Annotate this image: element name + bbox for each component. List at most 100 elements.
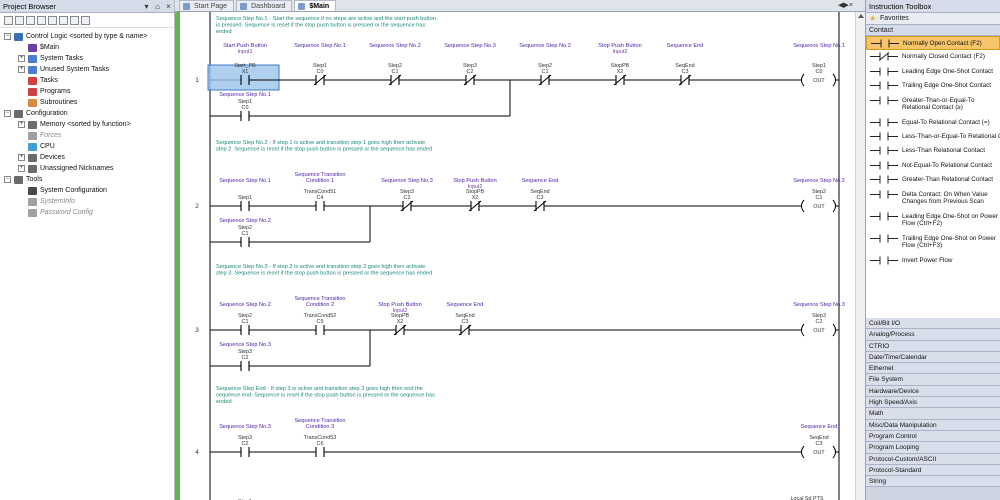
output-coil[interactable] bbox=[801, 73, 805, 87]
category-program-looping[interactable]: Program Looping bbox=[866, 442, 1000, 454]
toolbox-item-leading-edge-contact[interactable]: Leading Edge One-Shot Contact bbox=[866, 65, 1000, 79]
contact-address: C3 bbox=[462, 319, 469, 325]
tree-item-configuration[interactable]: −Configuration bbox=[0, 108, 174, 119]
tree-item-control-logic[interactable]: −Control Logic <sorted by type & name> bbox=[0, 31, 174, 42]
toolbox-item-normally-open-contact[interactable]: Normally Open Contact (F2) bbox=[866, 36, 1000, 51]
settings-icon[interactable] bbox=[70, 15, 79, 25]
tree-expander-icon[interactable]: + bbox=[18, 165, 25, 172]
output-coil[interactable] bbox=[801, 445, 805, 459]
panel-pin-icon[interactable]: ⌂ bbox=[155, 1, 160, 11]
category-high-speed-axis[interactable]: High Speed/Axis bbox=[866, 397, 1000, 409]
contact-category-header[interactable]: Contact bbox=[866, 25, 1000, 36]
filter-icon[interactable] bbox=[15, 15, 24, 25]
category-protocol-custom-ascii[interactable]: Protocol-Custom/ASCII bbox=[866, 453, 1000, 465]
toolbox-item-equal-contact[interactable]: Equal-To Relational Contact (=) bbox=[866, 116, 1000, 130]
tree-item-memory[interactable]: +Memory <sorted by function> bbox=[0, 119, 174, 130]
rung-comment: ended bbox=[216, 399, 232, 405]
tab-main[interactable]: $Main bbox=[294, 0, 337, 11]
contact-slash bbox=[468, 200, 482, 212]
search-icon[interactable] bbox=[59, 15, 68, 25]
toolbox-item-label: Normally Closed Contact (F2) bbox=[902, 53, 985, 61]
tree-item-main-program[interactable]: $Main bbox=[0, 42, 174, 53]
tree-item-tasks[interactable]: Tasks bbox=[0, 75, 174, 86]
category-program-control[interactable]: Program Control bbox=[866, 430, 1000, 443]
vertical-scrollbar[interactable] bbox=[855, 12, 865, 500]
contact-address: C1 bbox=[242, 319, 249, 325]
tree-item-nicknames[interactable]: +Unassigned Nicknames bbox=[0, 163, 174, 174]
branch-address: C2 bbox=[242, 355, 249, 361]
tree-item-system-info[interactable]: SystemInfo bbox=[0, 196, 174, 207]
coil-type: OUT bbox=[813, 450, 825, 456]
tree-expander-icon[interactable]: − bbox=[4, 176, 11, 183]
output-coil[interactable] bbox=[801, 199, 805, 213]
tree-item-unused-tasks[interactable]: +Unused System Tasks bbox=[0, 64, 174, 75]
toolbox-item-delta-contact[interactable]: Delta Contact: On When Value Changes fro… bbox=[866, 188, 1000, 210]
tree-item-devices[interactable]: +Devices bbox=[0, 152, 174, 163]
rung-comment: Sequence Step No.2 - If step 1 is active… bbox=[216, 140, 425, 146]
tree-item-label: Programs bbox=[40, 88, 71, 95]
tree-expander-icon[interactable]: + bbox=[18, 154, 25, 161]
favorites-category[interactable]: ★ Favorites bbox=[866, 13, 1000, 25]
category-protocol-standard[interactable]: Protocol-Standard bbox=[866, 464, 1000, 477]
category-hardware-device[interactable]: Hardware/Device bbox=[866, 385, 1000, 398]
category-string[interactable]: String bbox=[866, 476, 1000, 488]
ladder-diagram[interactable]: Sequence Step No.1 - Start the sequence … bbox=[175, 12, 855, 500]
selected-cell-highlight[interactable] bbox=[207, 64, 280, 91]
contact-address: C3 bbox=[537, 195, 544, 201]
tree-item-subroutines[interactable]: Subroutines bbox=[0, 97, 174, 108]
toolbox-item-invert-power-flow[interactable]: Invert Power Flow bbox=[866, 254, 1000, 268]
category-ethernet[interactable]: Ethernet bbox=[866, 363, 1000, 375]
toolbox-item-not-equal-contact[interactable]: Not-Equal-To Relational Contact bbox=[866, 159, 1000, 173]
refresh-icon[interactable] bbox=[81, 15, 90, 25]
toolbox-item-greater-equal-contact[interactable]: Greater-Than-or-Equal-To Relational Cont… bbox=[866, 94, 1000, 116]
view-options-icon[interactable] bbox=[48, 15, 57, 25]
category-coil-bit-i-o[interactable]: Coil/Bit I/O bbox=[866, 318, 1000, 330]
category-ctrio[interactable]: CTRIO bbox=[866, 340, 1000, 352]
sort-icon[interactable] bbox=[4, 15, 13, 25]
coil-right-bracket bbox=[832, 73, 836, 87]
toolbox-item-normally-closed-contact[interactable]: Normally Closed Contact (F2) bbox=[866, 50, 1000, 64]
contact-tag: TransCond53 bbox=[304, 435, 336, 441]
expand-all-icon[interactable] bbox=[26, 15, 35, 25]
tree-item-system-config[interactable]: System Configuration bbox=[0, 185, 174, 196]
toolbox-item-trailing-edge-contact[interactable]: Trailing Edge One-Shot Contact bbox=[866, 79, 1000, 93]
toolbox-item-less-than-contact[interactable]: Less-Than Relational Contact bbox=[866, 144, 1000, 158]
output-coil[interactable] bbox=[801, 323, 805, 337]
toolbox-item-leading-edge-power[interactable]: Leading Edge One-Shot on Power Flow (Ctr… bbox=[866, 210, 1000, 232]
tree-expander-icon[interactable]: − bbox=[4, 33, 11, 40]
tree-item-system-tasks[interactable]: +System Tasks bbox=[0, 53, 174, 64]
contact-address: C3 bbox=[682, 69, 689, 75]
tree-expander-icon[interactable]: + bbox=[18, 55, 25, 62]
rung-number: 1 bbox=[195, 77, 199, 84]
tree-expander-icon[interactable]: + bbox=[18, 66, 25, 73]
collapse-all-icon[interactable] bbox=[37, 15, 46, 25]
ladder-canvas[interactable]: Sequence Step No.1 - Start the sequence … bbox=[175, 12, 855, 500]
not-equal-contact-icon bbox=[870, 161, 898, 170]
contact-slash bbox=[388, 74, 402, 86]
system-tasks-icon bbox=[28, 55, 37, 63]
tab-start-page[interactable]: Start Page bbox=[179, 0, 235, 11]
toolbox-item-greater-than-contact[interactable]: Greater-Than Relational Contact bbox=[866, 173, 1000, 187]
tree-item-programs[interactable]: Programs bbox=[0, 86, 174, 97]
category-date-time-calendar[interactable]: Date/Time/Calendar bbox=[866, 351, 1000, 364]
toolbox-item-trailing-edge-power[interactable]: Trailing Edge One-Shot on Power Flow (Ct… bbox=[866, 232, 1000, 254]
tree-expander-icon[interactable]: + bbox=[18, 121, 25, 128]
tree-item-cpu[interactable]: CPU bbox=[0, 141, 174, 152]
category-file-system[interactable]: File System bbox=[866, 374, 1000, 386]
category-analog-process[interactable]: Analog/Process bbox=[866, 329, 1000, 341]
tree-item-password-config[interactable]: Password Config bbox=[0, 207, 174, 218]
toolbox-item-less-equal-contact[interactable]: Less-Than-or-Equal-To Relational Contact bbox=[866, 130, 1000, 144]
tab-dashboard[interactable]: Dashboard bbox=[236, 0, 293, 11]
tree-item-tools[interactable]: −Tools bbox=[0, 174, 174, 185]
tree-item-forces[interactable]: Forces bbox=[0, 130, 174, 141]
tab-scroll-controls[interactable]: ◀▶× bbox=[838, 2, 853, 9]
coil-type: OUT bbox=[813, 204, 825, 210]
category-math[interactable]: Math bbox=[866, 408, 1000, 420]
category-misc-data-manipulation[interactable]: Misc/Data Manipulation bbox=[866, 419, 1000, 431]
panel-close-icon[interactable]: × bbox=[166, 1, 171, 11]
scroll-up-icon[interactable] bbox=[858, 14, 864, 18]
panel-menu-icon[interactable]: ▾ bbox=[144, 1, 149, 11]
delta-contact-icon bbox=[870, 190, 898, 199]
tree-expander-icon[interactable]: − bbox=[4, 110, 11, 117]
rung-comment: ended bbox=[216, 29, 232, 35]
